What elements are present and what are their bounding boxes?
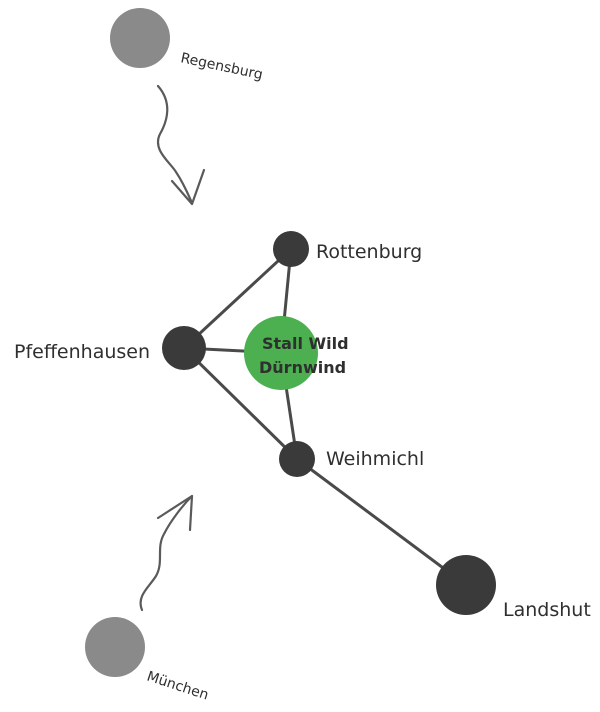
node-regensburg <box>110 8 170 68</box>
label-weihmichl: Weihmichl <box>326 448 424 470</box>
arrow-from-muenchen <box>139 494 194 612</box>
node-landshut <box>436 555 496 615</box>
road-weihmichl-landshut <box>296 457 467 587</box>
arrow-from-regensburg <box>156 84 206 206</box>
node-weihmichl <box>279 441 315 477</box>
node-rottenburg <box>273 231 309 267</box>
roads <box>182 247 467 587</box>
label-muenchen: München <box>145 669 211 704</box>
node-stall-wild-duernwind <box>244 316 318 390</box>
road-pfeffenhausen-rottenburg <box>182 247 293 350</box>
node-pfeffenhausen <box>162 326 206 370</box>
label-landshut: Landshut <box>503 599 591 621</box>
center-label-line1: Stall Wild <box>262 334 349 353</box>
label-rottenburg: Rottenburg <box>316 241 422 263</box>
node-muenchen <box>85 617 145 677</box>
road-pfeffenhausen-weihmichl <box>182 346 299 461</box>
label-regensburg: Regensburg <box>179 50 264 83</box>
center-label-line2: Dürnwind <box>259 358 346 377</box>
label-pfeffenhausen: Pfeffenhausen <box>14 341 150 363</box>
